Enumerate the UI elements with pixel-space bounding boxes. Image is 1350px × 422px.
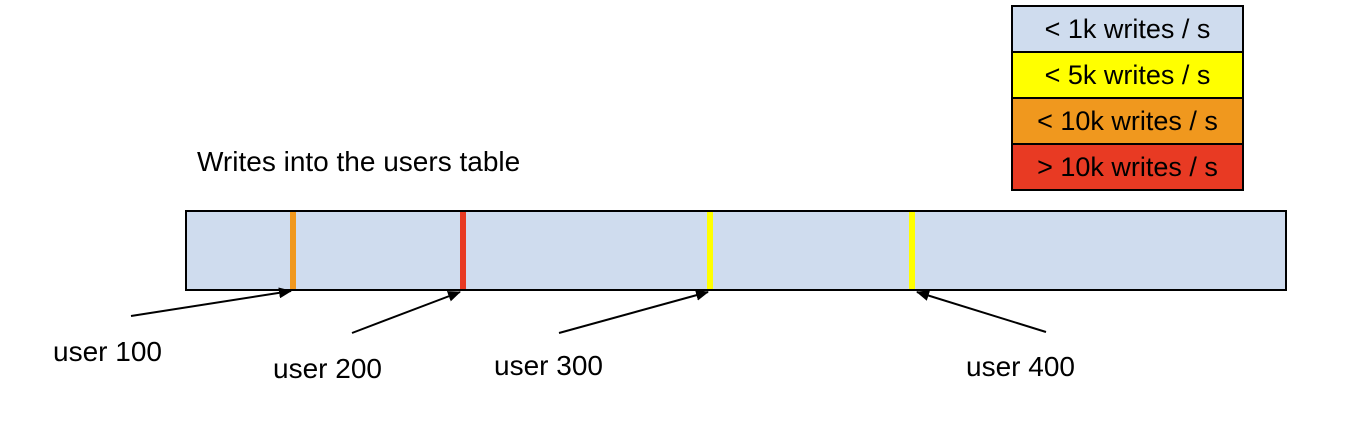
- users-table-bar: [185, 210, 1287, 291]
- stripe-user-100: [290, 212, 297, 289]
- legend: < 1k writes / s < 5k writes / s < 10k wr…: [1011, 5, 1244, 191]
- arrow-user-300-icon: [558, 289, 709, 334]
- legend-item-gt-10k: > 10k writes / s: [1011, 143, 1244, 191]
- stripe-user-200: [460, 212, 467, 289]
- legend-item-label: < 1k writes / s: [1044, 13, 1211, 44]
- stripe-user-400: [909, 212, 916, 289]
- legend-item-lt-5k: < 5k writes / s: [1011, 51, 1244, 99]
- legend-item-lt-1k: < 1k writes / s: [1011, 5, 1244, 53]
- label-user-300: user 300: [494, 350, 603, 381]
- arrow-user-100-icon: [130, 287, 292, 317]
- arrow-user-400-icon: [916, 290, 1047, 333]
- legend-item-label: < 5k writes / s: [1044, 59, 1211, 90]
- arrow-user-200-icon: [351, 291, 461, 334]
- label-user-100: user 100: [53, 336, 162, 367]
- diagram-title: Writes into the users table: [197, 146, 521, 177]
- legend-item-lt-10k: < 10k writes / s: [1011, 97, 1244, 145]
- label-user-200: user 200: [273, 353, 382, 384]
- legend-item-label: < 10k writes / s: [1037, 105, 1218, 136]
- stripe-user-300: [707, 212, 714, 289]
- label-user-400: user 400: [966, 351, 1075, 382]
- legend-item-label: > 10k writes / s: [1037, 151, 1218, 182]
